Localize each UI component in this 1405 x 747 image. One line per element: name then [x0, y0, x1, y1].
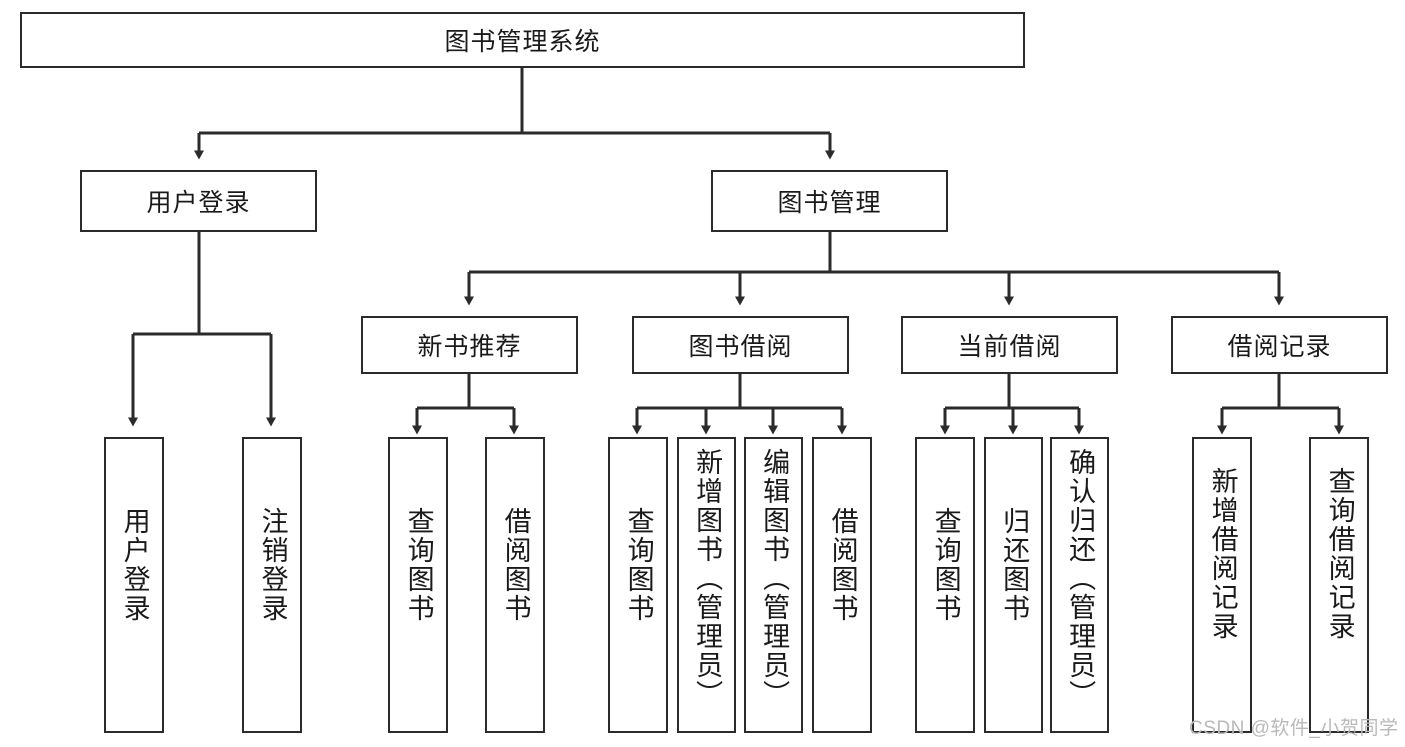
node-leaf-user-login[interactable]: 用户登录 — [104, 437, 164, 733]
node-label: 图书管理系统 — [444, 28, 601, 56]
node-label: 新书推荐 — [417, 333, 522, 361]
node-book-management[interactable]: 图书管理 — [711, 170, 948, 232]
node-label: 查询图书 — [623, 507, 654, 623]
node-leaf-add-book[interactable]: 新增图书（管理员） — [677, 437, 736, 733]
node-system-root[interactable]: 图书管理系统 — [20, 12, 1025, 68]
node-borrow-record[interactable]: 借阅记录 — [1171, 316, 1388, 374]
node-leaf-query-book-1[interactable]: 查询图书 — [388, 437, 448, 733]
node-current-borrow[interactable]: 当前借阅 — [901, 316, 1118, 374]
node-label: 图书借阅 — [688, 333, 793, 361]
node-label: 注销登录 — [257, 507, 288, 623]
node-label: 当前借阅 — [957, 333, 1062, 361]
node-label: 编辑图书（管理员） — [759, 448, 790, 709]
node-user-login[interactable]: 用户登录 — [80, 170, 317, 232]
node-label: 图书管理 — [777, 189, 882, 217]
node-label: 查询图书 — [403, 507, 434, 623]
node-label: 用户登录 — [119, 507, 150, 623]
node-leaf-borrow-book-2[interactable]: 借阅图书 — [812, 437, 872, 733]
node-label: 新增图书（管理员） — [692, 448, 723, 709]
node-label: 新增借阅记录 — [1207, 467, 1238, 641]
node-leaf-logout-login[interactable]: 注销登录 — [242, 437, 302, 733]
node-label: 归还图书 — [999, 507, 1030, 623]
node-label: 查询借阅记录 — [1324, 467, 1355, 641]
csdn-watermark: CSDN @软件_小贺同学 — [1189, 718, 1399, 739]
node-label: 确认归还（管理员） — [1065, 448, 1096, 709]
node-leaf-return-book[interactable]: 归还图书 — [984, 437, 1043, 733]
node-leaf-confirm-return[interactable]: 确认归还（管理员） — [1050, 437, 1109, 733]
node-label: 用户登录 — [146, 189, 251, 217]
node-new-book-recommend[interactable]: 新书推荐 — [361, 316, 578, 374]
node-leaf-edit-book[interactable]: 编辑图书（管理员） — [744, 437, 803, 733]
node-leaf-query-record[interactable]: 查询借阅记录 — [1309, 437, 1369, 733]
node-label: 查询图书 — [930, 507, 961, 623]
node-book-borrow[interactable]: 图书借阅 — [632, 316, 849, 374]
node-label: 借阅记录 — [1227, 333, 1332, 361]
node-leaf-add-record[interactable]: 新增借阅记录 — [1192, 437, 1252, 733]
node-leaf-borrow-book-1[interactable]: 借阅图书 — [485, 437, 545, 733]
node-leaf-query-book-2[interactable]: 查询图书 — [608, 437, 668, 733]
node-leaf-query-book-3[interactable]: 查询图书 — [915, 437, 975, 733]
node-label: 借阅图书 — [827, 507, 858, 623]
node-label: 借阅图书 — [500, 507, 531, 623]
